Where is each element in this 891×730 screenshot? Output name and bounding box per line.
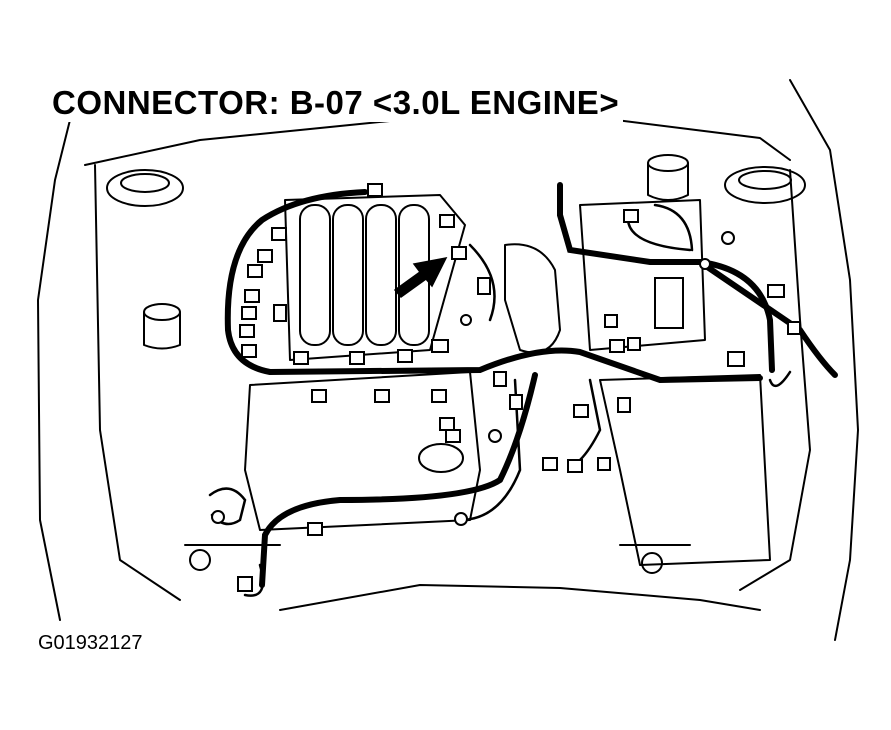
diagram-title: CONNECTOR: B-07 <3.0L ENGINE>: [48, 84, 624, 122]
reservoir-cap: [647, 154, 689, 172]
inner-fender-right: [739, 169, 811, 591]
right-strut-tower: [724, 166, 806, 204]
air-intake-duct: [504, 243, 561, 354]
battery-harness: [557, 212, 775, 373]
pointer-arrow: [393, 256, 448, 299]
inner-fender-left: [94, 164, 181, 601]
main-harness: [224, 189, 763, 384]
oil-filler-cap: [418, 443, 464, 473]
relay-box: [654, 277, 684, 329]
front-panel-outline: [279, 584, 761, 611]
intake-manifold: [284, 194, 466, 361]
washer-tank: [143, 303, 181, 321]
right-fender-outline: [789, 79, 859, 641]
engine-bay-outline: [37, 89, 96, 621]
connector-b-07: [451, 246, 467, 260]
left-strut-tower: [106, 169, 184, 207]
figure-id: G01932127: [38, 632, 143, 654]
connector: [367, 183, 383, 197]
battery: [579, 199, 706, 351]
ground-terminal: [460, 314, 472, 326]
lower-harness: [259, 372, 538, 588]
